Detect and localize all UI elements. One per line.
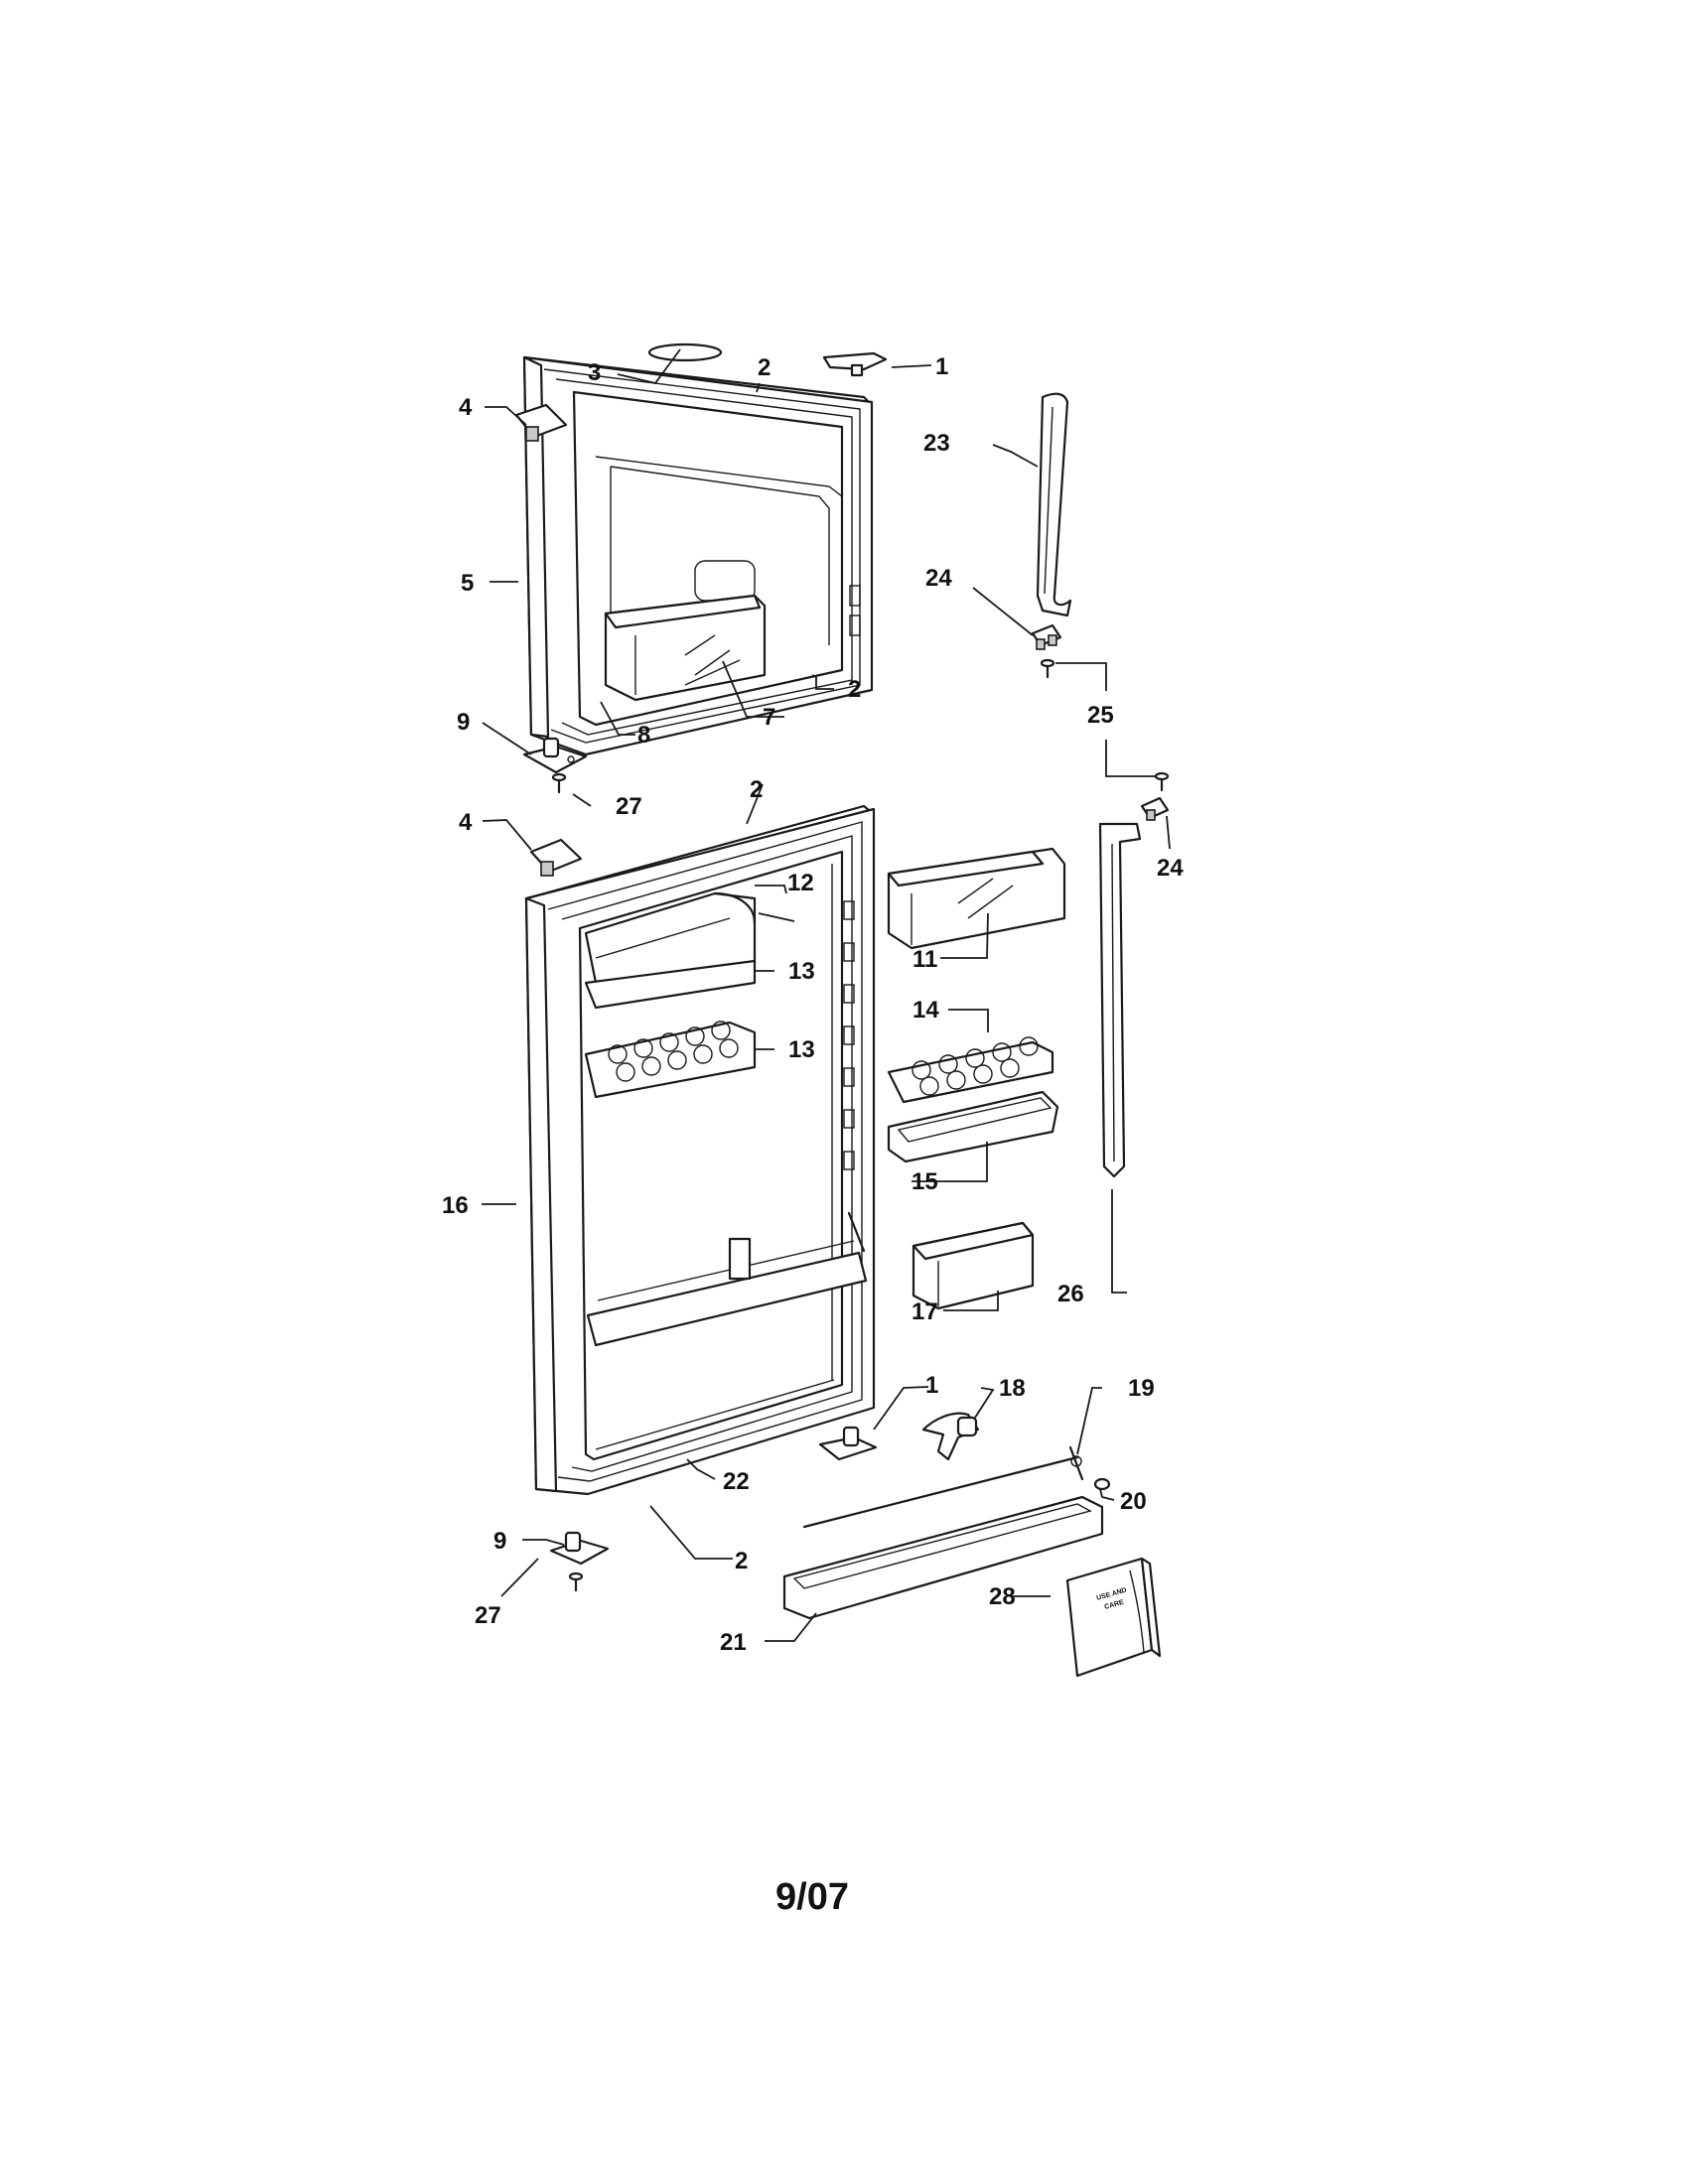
callout-18: 18 <box>999 1375 1026 1402</box>
callout-1-lower: 1 <box>925 1372 938 1399</box>
callout-4-upper: 4 <box>459 394 473 421</box>
callout-12: 12 <box>787 870 814 896</box>
handle-bracket-upper <box>1031 623 1062 650</box>
hinge-cap-lower <box>818 1426 878 1461</box>
callout-17: 17 <box>912 1298 938 1325</box>
screw-upper <box>551 772 567 794</box>
callout-8: 8 <box>637 722 650 749</box>
hinge-top-lower <box>529 838 583 877</box>
callout-2-top: 2 <box>758 354 771 381</box>
handle-screw-lower <box>1154 771 1170 792</box>
callout-numbers: 1 2 3 4 5 7 8 9 27 23 24 25 12 13 13 11 … <box>442 353 1184 1656</box>
callout-9-upper: 9 <box>457 709 470 736</box>
handle-bracket-lower <box>1140 796 1170 821</box>
egg-tray <box>887 1036 1054 1104</box>
callout-5: 5 <box>461 570 474 597</box>
handle-screw-upper <box>1040 658 1055 679</box>
small-bin <box>912 1221 1035 1310</box>
callout-13-lower: 13 <box>788 1036 815 1063</box>
hinge-center-upper <box>522 737 588 774</box>
callout-27-lower: 27 <box>475 1602 501 1629</box>
callout-14: 14 <box>912 997 939 1024</box>
callout-22: 22 <box>723 1468 750 1495</box>
leader-lines <box>482 348 1171 1642</box>
handle-lower <box>1098 822 1142 1178</box>
hinge-top-upper <box>514 403 568 442</box>
callout-19: 19 <box>1128 1375 1155 1402</box>
callout-2-door: 2 <box>750 776 763 803</box>
handle-upper <box>1036 392 1072 617</box>
screw-lower <box>568 1571 584 1592</box>
callout-28: 28 <box>989 1583 1016 1610</box>
callout-26: 26 <box>1057 1281 1084 1307</box>
use-and-care-manual: USE AND CARE <box>1065 1557 1162 1678</box>
callout-7: 7 <box>763 704 775 731</box>
hinge-cap-top <box>822 351 888 377</box>
callout-24-upper: 24 <box>925 565 952 592</box>
callout-9-lower: 9 <box>493 1528 506 1555</box>
nameplate-part <box>647 342 723 362</box>
bar-retainer <box>921 1412 980 1461</box>
door-bin-large <box>887 847 1066 950</box>
callout-21: 21 <box>720 1629 747 1656</box>
callout-2-side: 2 <box>848 676 861 703</box>
freezer-door <box>522 355 874 756</box>
callout-24-lower: 24 <box>1157 855 1184 882</box>
callout-25: 25 <box>1087 702 1114 729</box>
end-plug <box>1093 1477 1111 1491</box>
callout-13-upper: 13 <box>788 958 815 985</box>
door-shelf-shallow <box>887 1090 1059 1163</box>
freezer-door-bin <box>604 594 767 702</box>
callout-16: 16 <box>442 1192 469 1219</box>
callout-1-top: 1 <box>935 353 948 380</box>
hinge-center-lower <box>549 1531 610 1566</box>
callout-2-bottom: 2 <box>735 1548 748 1574</box>
callout-15: 15 <box>912 1168 938 1195</box>
page-number: 9/07 <box>775 1876 849 1918</box>
dairy-compartment <box>584 891 757 1010</box>
door-bin-bottom <box>782 1495 1104 1620</box>
callout-27-upper: 27 <box>616 793 642 820</box>
shelf-bar <box>802 1445 1084 1529</box>
callout-3: 3 <box>588 359 601 386</box>
callout-20: 20 <box>1120 1488 1147 1515</box>
callout-11: 11 <box>912 946 937 973</box>
callout-4-lower: 4 <box>459 809 473 836</box>
door-bin-lower <box>586 1211 868 1347</box>
callout-23: 23 <box>923 430 950 457</box>
